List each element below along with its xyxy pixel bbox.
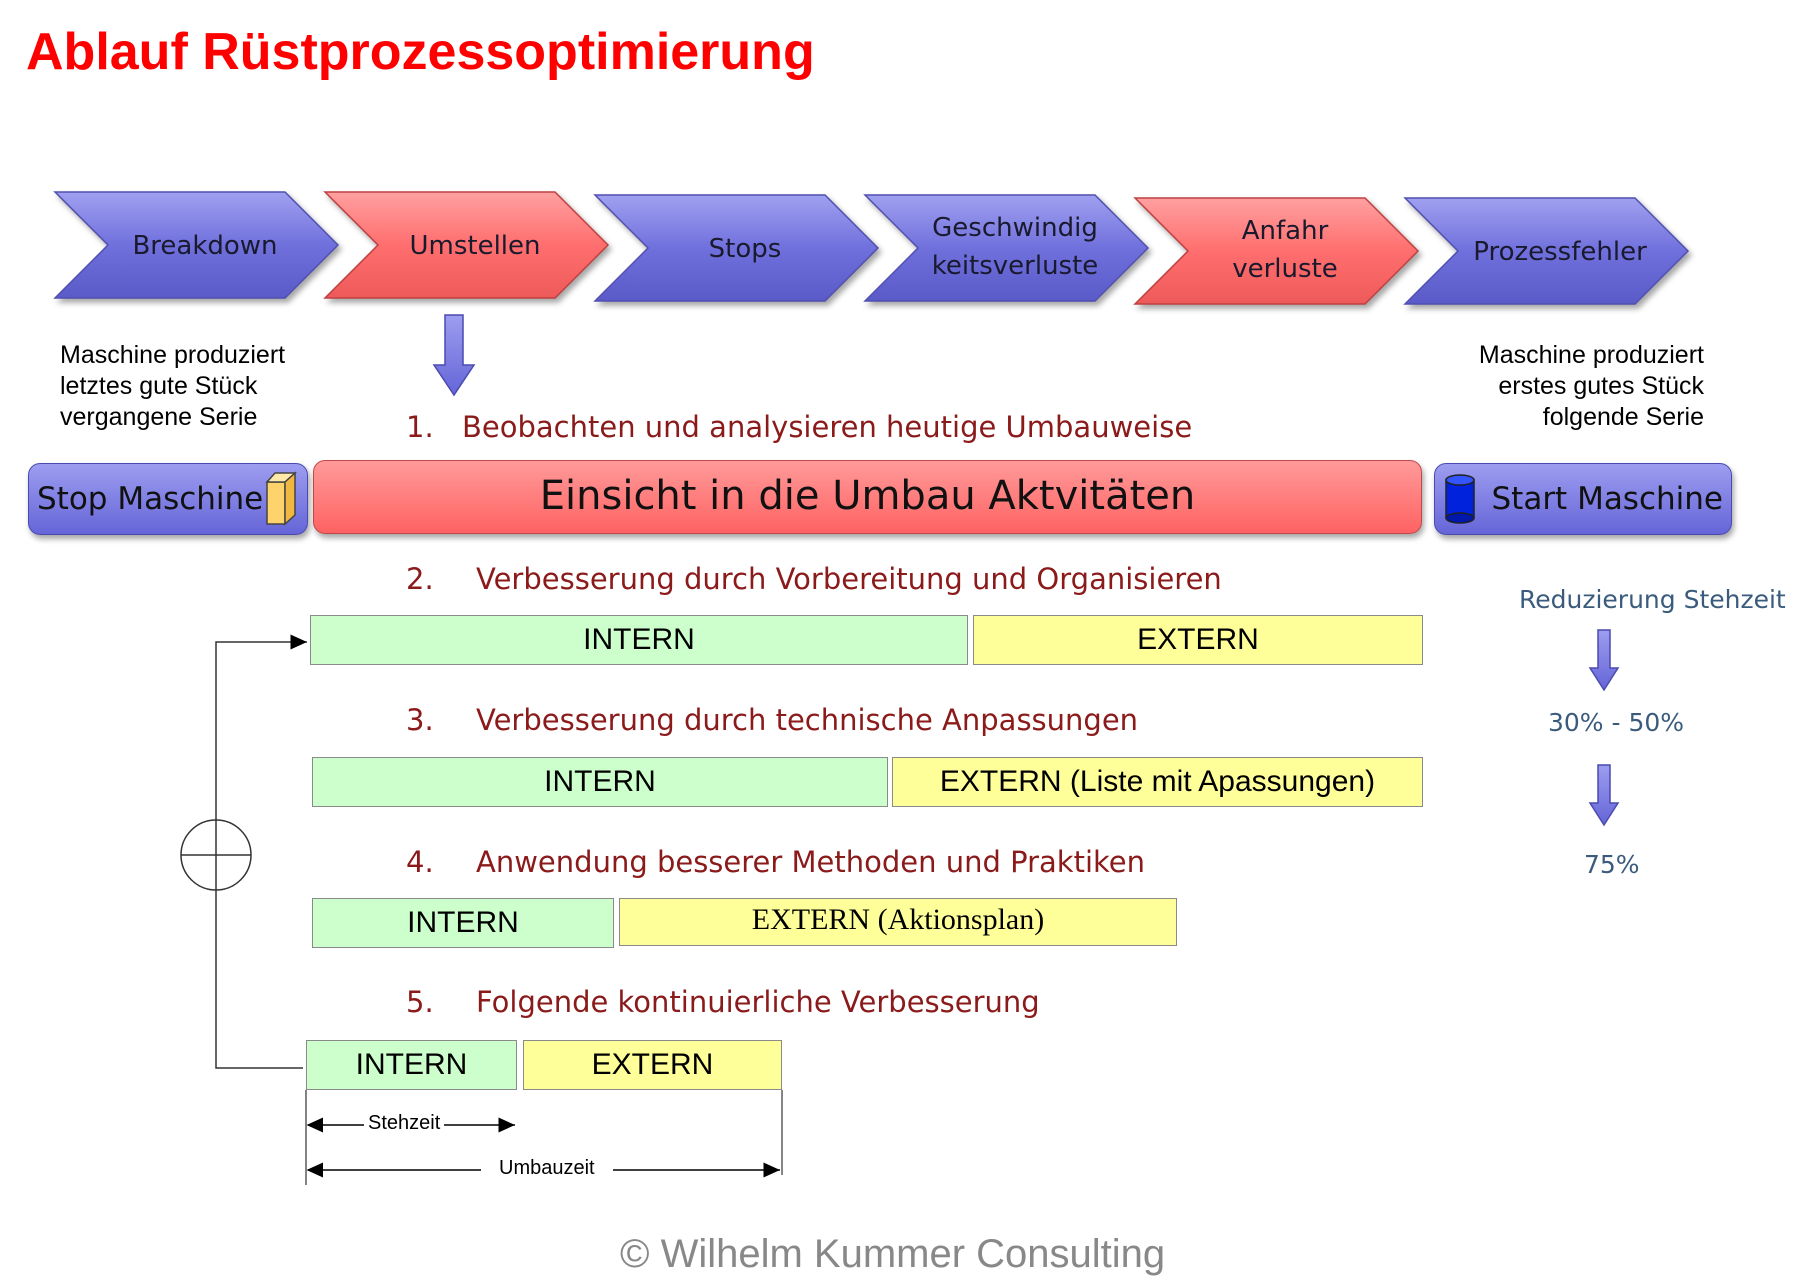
step-text: Anwendung besserer Methoden und Praktike…	[476, 845, 1145, 879]
step-text: Beobachten und analysieren heutige Umbau…	[462, 410, 1193, 444]
step-number: 2.	[406, 562, 434, 596]
chevron-anfahrverluste	[1133, 197, 1420, 305]
step-3: 3. Verbesserung durch technische Anpassun…	[406, 703, 1138, 737]
step-text: Verbesserung durch technische Anpassunge…	[476, 703, 1139, 737]
umbauzeit-label: Umbauzeit	[481, 1157, 613, 1180]
step-1: 1. Beobachten und analysieren heutige Umb…	[406, 410, 1192, 444]
main-insight-bar: Einsicht in die Umbau Aktvitäten	[313, 460, 1422, 534]
page-title: Ablauf Rüstprozessoptimierung	[26, 23, 815, 81]
cylinder-icon	[1445, 474, 1475, 524]
step-number: 5.	[406, 985, 434, 1019]
chevron-label-stops: Stops	[650, 230, 840, 268]
extern-box-4: EXTERN (Aktionsplan)	[619, 898, 1177, 946]
step-text: Verbesserung durch Vorbereitung und Orga…	[476, 562, 1222, 596]
intern-box-3: INTERN	[312, 757, 888, 807]
extern-box-2: EXTERN	[973, 615, 1423, 665]
intern-box-5: INTERN	[306, 1040, 517, 1090]
chevron-text: Geschwindig	[932, 213, 1098, 243]
feedback-loop	[180, 634, 307, 1069]
reduction-level-2: 75%	[1584, 850, 1640, 879]
stop-machine-bar: Stop Maschine	[28, 463, 308, 535]
down-arrow-icon	[432, 314, 476, 397]
chevron-text: Stops	[708, 234, 782, 264]
start-machine-bar: Start Maschine	[1434, 463, 1732, 535]
chevron-label-breakdown: Breakdown	[110, 227, 300, 265]
copyright: © Wilhelm Kummer Consulting	[620, 1232, 1166, 1276]
step-number: 3.	[406, 703, 434, 737]
stop-machine-label: Stop Maschine	[37, 481, 264, 517]
intern-box-4: INTERN	[312, 898, 614, 948]
chevron-label-umstellen: Umstellen	[380, 227, 570, 265]
step-2: 2. Verbesserung durch Vorbereitung und Or…	[406, 562, 1222, 596]
step-5: 5. Folgende kontinuierliche Verbesserung	[406, 985, 1040, 1019]
step-number: 1.	[406, 410, 434, 444]
chevron-label-geschwindigkeitsverluste: Geschwindig keitsverluste	[910, 209, 1120, 285]
stehzeit-label: Stehzeit	[364, 1112, 445, 1135]
chevron-text: Anfahr	[1241, 216, 1329, 246]
step-text: Folgende kontinuierliche Verbesserung	[476, 985, 1040, 1019]
intern-box-2: INTERN	[310, 615, 968, 665]
chevron-text: verluste	[1232, 254, 1338, 284]
extern-box-3: EXTERN (Liste mit Apassungen)	[892, 757, 1423, 807]
reduction-label: Reduzierung Stehzeit	[1519, 585, 1786, 614]
box-icon	[265, 471, 297, 526]
main-insight-label: Einsicht in die Umbau Aktvitäten	[539, 473, 1196, 519]
reduction-arrow-icon	[1588, 629, 1620, 692]
chevron-breakdown	[53, 191, 340, 299]
chevron-text: Breakdown	[132, 231, 278, 261]
chevron-label-prozessfehler: Prozessfehler	[1450, 233, 1670, 271]
chevron-stops	[593, 194, 880, 302]
step-4: 4. Anwendung besserer Methoden und Prakti…	[406, 845, 1145, 879]
note-right: Maschine produziert erstes gutes Stück f…	[1478, 341, 1704, 431]
chevron-text: Umstellen	[409, 231, 541, 261]
reduction-level-1: 30% - 50%	[1548, 708, 1685, 737]
start-machine-label: Start Maschine	[1491, 481, 1723, 517]
chevron-text: Prozessfehler	[1473, 237, 1647, 267]
chevron-umstellen	[323, 191, 610, 299]
chevron-text: keitsverluste	[931, 251, 1099, 281]
chevron-label-anfahrverluste: Anfahr verluste	[1185, 212, 1385, 288]
chevron-prozessfehler	[1403, 197, 1690, 305]
chevron-geschwindigkeitsverluste	[863, 194, 1150, 302]
step-number: 4.	[406, 845, 434, 879]
reduction-arrow-icon	[1588, 764, 1620, 827]
note-left: Maschine produziert letztes gute Stück v…	[60, 341, 286, 431]
extern-box-5: EXTERN	[523, 1040, 782, 1090]
